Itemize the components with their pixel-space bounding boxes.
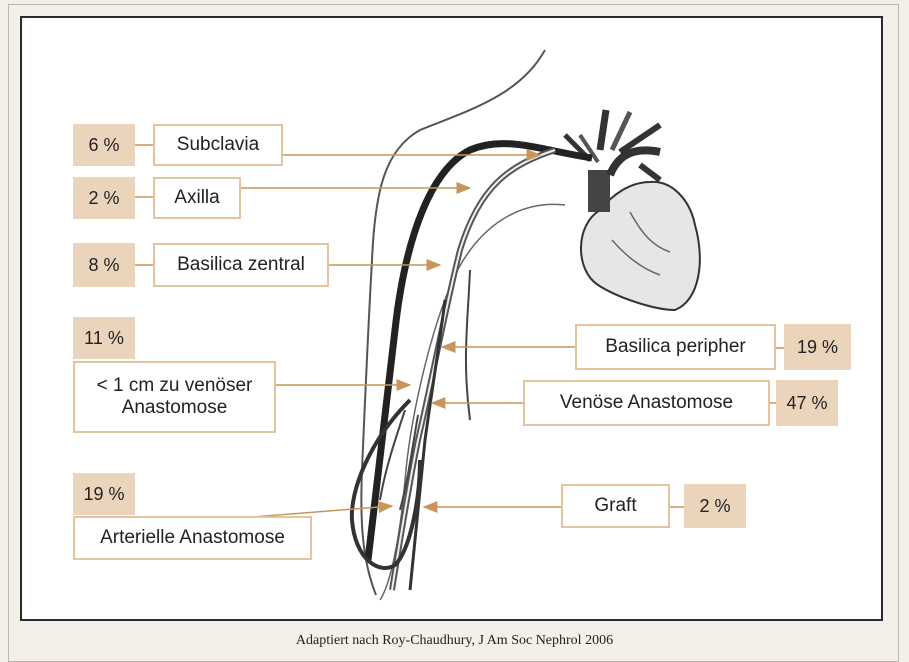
venous-proximity-label: < 1 cm zu venöser Anastomose [73, 361, 276, 433]
subclavia-percent: 6 % [73, 124, 135, 166]
side-vein [466, 270, 470, 420]
figure-caption: Adaptiert nach Roy-Chaudhury, J Am Soc N… [0, 633, 909, 649]
heart [565, 110, 700, 310]
subclavia-label: Subclavia [153, 124, 283, 166]
venous-anastomosis-label: Venöse Anastomose [523, 380, 770, 426]
body-outline [361, 50, 545, 595]
graft-label: Graft [561, 484, 670, 528]
venous-proximity-percent: 11 % [73, 317, 135, 359]
venous-anastomosis-percent: 47 % [776, 380, 838, 426]
basilica-zentral-label: Basilica zentral [153, 243, 329, 287]
axilla-percent: 2 % [73, 177, 135, 219]
arterial-anastomosis-percent: 19 % [73, 473, 135, 515]
basilica-peripher-percent: 19 % [784, 324, 851, 370]
basilica-peripher-label: Basilica peripher [575, 324, 776, 370]
arterial-anastomosis-label: Arterielle Anastomose [73, 516, 312, 560]
graft-percent: 2 % [684, 484, 746, 528]
basilica-zentral-percent: 8 % [73, 243, 135, 287]
axilla-label: Axilla [153, 177, 241, 219]
